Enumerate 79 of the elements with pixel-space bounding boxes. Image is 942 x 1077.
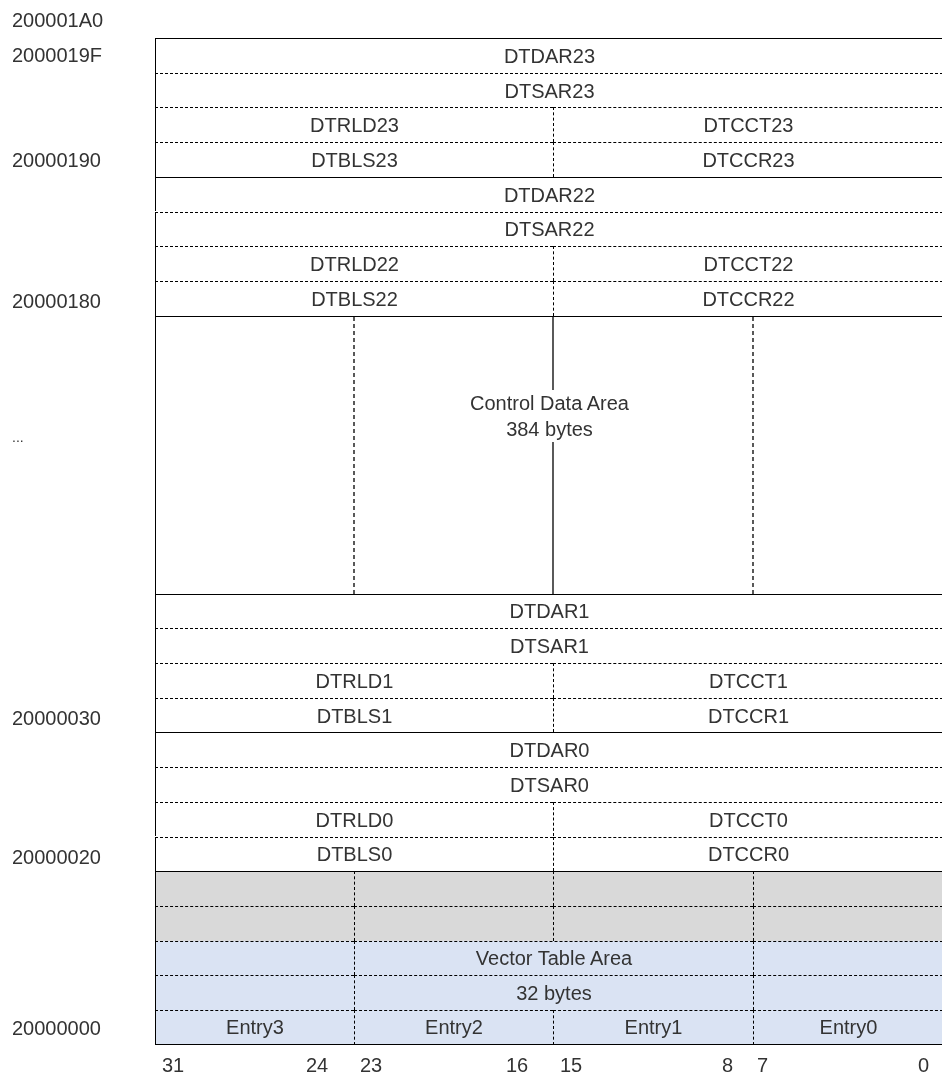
memory-cell xyxy=(155,1010,354,1045)
memory-cell xyxy=(553,280,942,316)
memory-cell xyxy=(553,142,942,177)
bit-number: 8 xyxy=(722,1054,734,1076)
address-label: 20000190 xyxy=(12,149,101,171)
register-label: DTCCR22 xyxy=(702,286,795,312)
register-label: DTBLS23 xyxy=(311,147,398,173)
memory-cell xyxy=(553,663,942,698)
register-label: DTBLS22 xyxy=(311,286,398,312)
address-label: 2000019F xyxy=(12,44,103,66)
bit-number: 31 xyxy=(162,1054,185,1076)
bit-number: 15 xyxy=(560,1054,583,1076)
memory-cell xyxy=(553,107,942,143)
address-label: 20000000 xyxy=(12,1017,101,1039)
register-label: DTRLD0 xyxy=(315,807,394,833)
bit-number: 23 xyxy=(360,1054,383,1076)
memory-cell xyxy=(553,836,942,872)
address-label: 20000020 xyxy=(12,846,101,868)
register-label: DTCCT22 xyxy=(703,252,794,278)
memory-cell xyxy=(155,246,553,281)
memory-cell xyxy=(155,593,942,629)
register-label: DTDAR0 xyxy=(509,738,590,764)
register-label: DTCCT1 xyxy=(709,668,788,694)
memory-cell xyxy=(155,280,553,316)
memory-cell xyxy=(155,211,942,247)
memory-cell xyxy=(553,1010,753,1045)
memory-cell xyxy=(155,38,942,73)
register-label: Entry0 xyxy=(819,1015,878,1041)
register-label: DTRLD22 xyxy=(310,252,399,278)
memory-cell xyxy=(155,72,942,108)
memory-cell xyxy=(155,142,553,177)
bit-number: 7 xyxy=(757,1054,769,1076)
memory-cell xyxy=(155,628,942,663)
register-label: Entry1 xyxy=(624,1015,683,1041)
memory-cell xyxy=(155,767,942,802)
register-label: DTBLS0 xyxy=(316,842,393,868)
register-label: Entry2 xyxy=(425,1015,483,1041)
register-label: DTCCR23 xyxy=(702,147,795,173)
register-label: Vector Table Area xyxy=(475,946,633,972)
register-label: DTSAR22 xyxy=(504,217,595,243)
bit-number: 0 xyxy=(918,1054,930,1076)
memory-cell xyxy=(155,663,553,698)
memory-cell xyxy=(155,697,553,733)
bit-number: 16 xyxy=(506,1054,529,1076)
address-label: 200001A0 xyxy=(12,9,104,31)
memory-cell xyxy=(354,975,753,1010)
memory-cell xyxy=(354,1010,553,1045)
register-label: DTCCR0 xyxy=(707,842,790,868)
address-label: 20000030 xyxy=(12,707,101,729)
memory-cell xyxy=(553,246,942,281)
memory-cell xyxy=(155,176,942,212)
memory-cell xyxy=(155,732,942,768)
memory-cell xyxy=(753,1010,942,1045)
register-label: 32 bytes xyxy=(516,981,592,1007)
memory-cell xyxy=(155,315,942,594)
area-label: 384 bytes xyxy=(506,415,593,442)
register-label: DTCCR1 xyxy=(707,703,790,729)
register-label: DTRLD1 xyxy=(315,668,394,694)
register-label: DTDAR1 xyxy=(509,599,590,625)
register-label: DTCCT0 xyxy=(709,807,788,833)
bit-number: 24 xyxy=(306,1054,329,1076)
ellipsis-label: ... xyxy=(12,428,24,447)
memory-cell xyxy=(155,836,553,872)
register-label: DTCCT23 xyxy=(703,113,794,139)
register-label: DTDAR23 xyxy=(503,43,596,69)
memory-cell xyxy=(155,107,553,143)
register-label: DTDAR22 xyxy=(503,182,596,208)
register-label: DTRLD23 xyxy=(310,113,399,139)
register-label: Entry3 xyxy=(226,1015,284,1041)
memory-cell xyxy=(553,697,942,733)
memory-cell xyxy=(155,801,553,837)
register-label: DTSAR23 xyxy=(504,78,595,104)
address-label: 20000180 xyxy=(12,290,101,312)
register-label: DTSAR1 xyxy=(510,634,589,660)
register-label: DTSAR0 xyxy=(510,772,589,798)
register-label: DTBLS1 xyxy=(316,703,393,729)
memory-cell xyxy=(354,940,753,976)
memory-cell xyxy=(553,801,942,837)
area-label: Control Data Area xyxy=(470,389,629,416)
